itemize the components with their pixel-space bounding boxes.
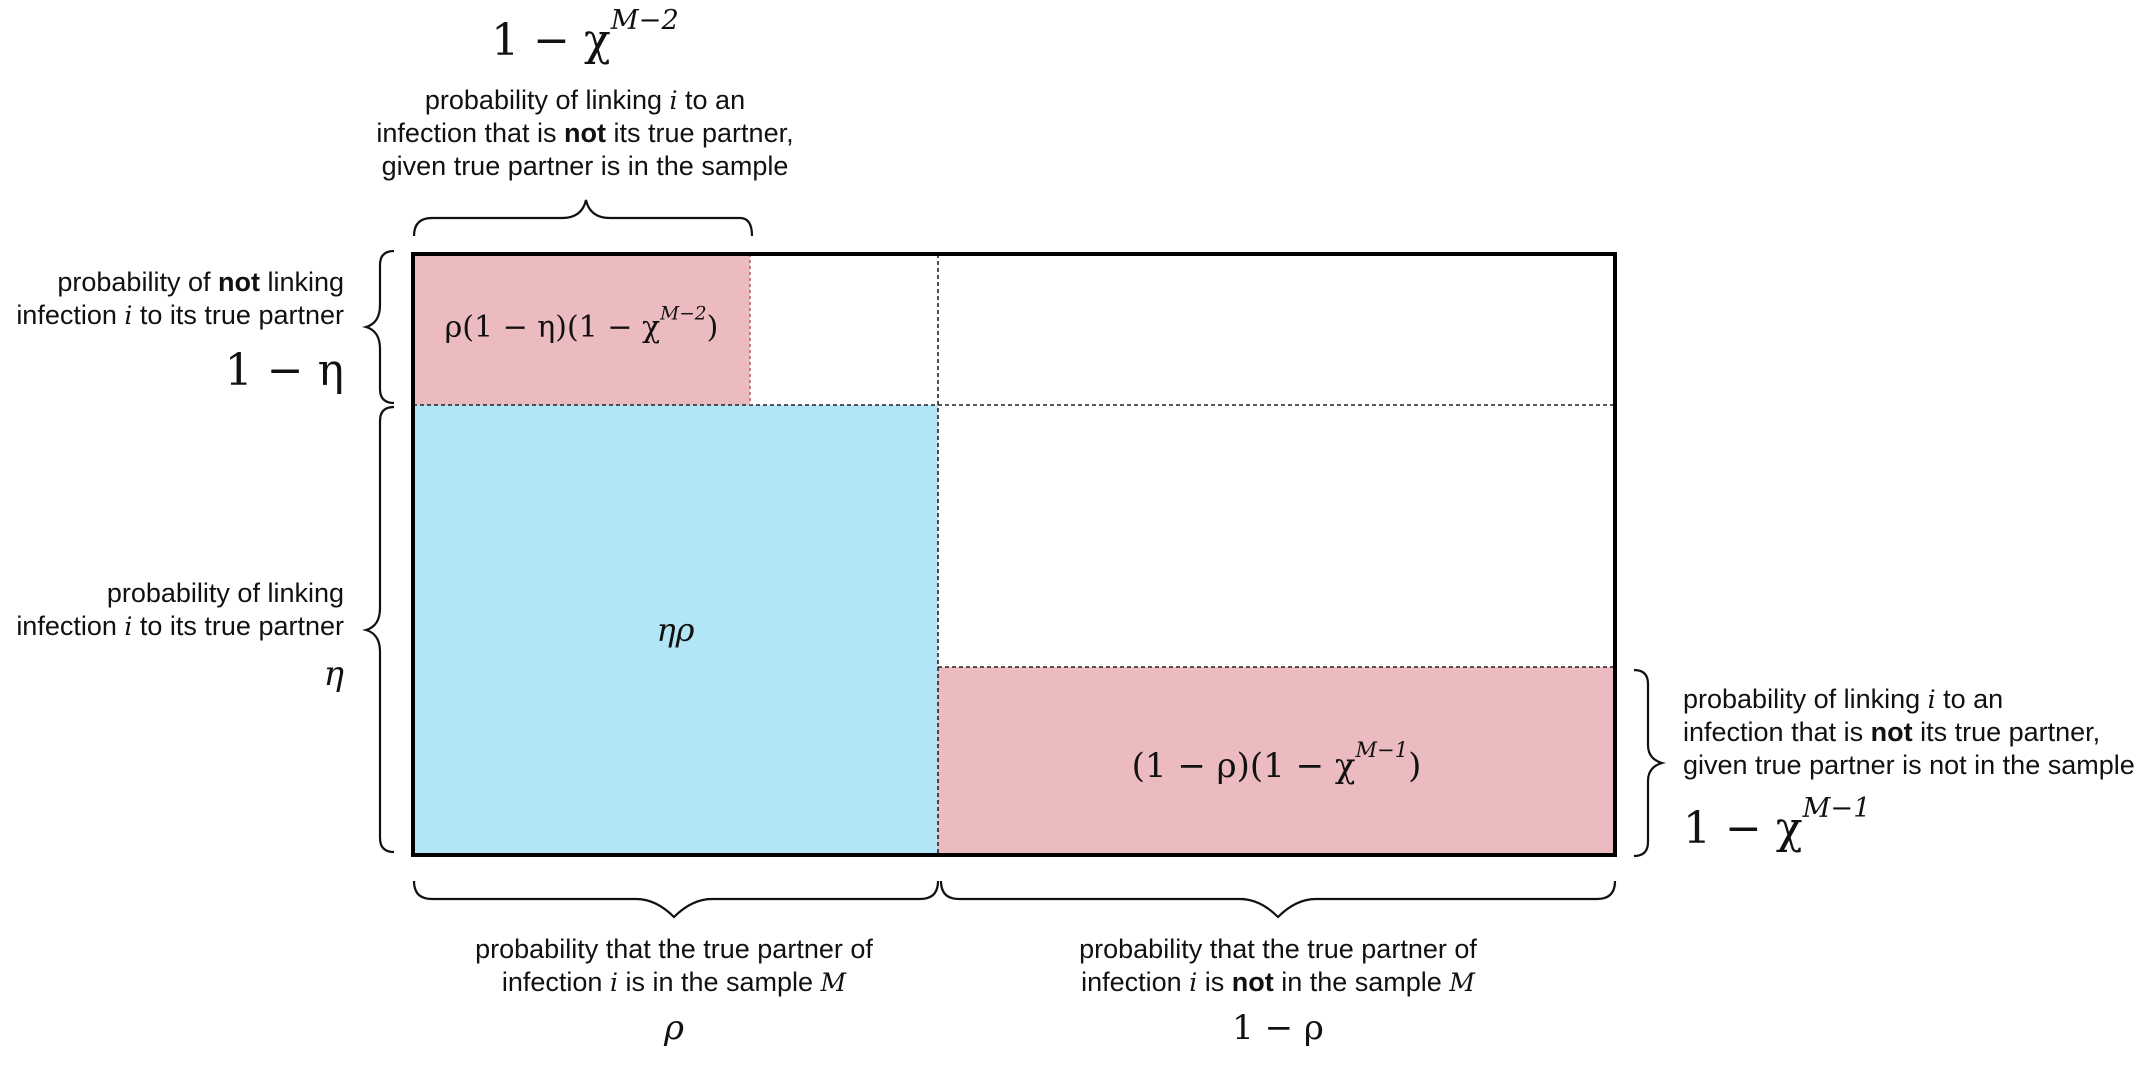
pink-top-formula-sup: M−2 xyxy=(660,303,707,325)
top-formula-superscript: M−2 xyxy=(610,5,679,37)
left-top-line2: infection i to its true partner xyxy=(0,299,344,332)
left-bottom-label: probability of linking infection i to it… xyxy=(0,577,344,643)
bottom-right-brace xyxy=(939,880,1617,919)
right-formula-superscript: M−1 xyxy=(1802,793,1871,825)
right-bold: not xyxy=(1870,717,1913,747)
top-label-line1: probability of linking i to an xyxy=(320,84,850,117)
bottom-left-text: is in the sample xyxy=(617,967,821,997)
var-M: M xyxy=(1449,968,1475,997)
pink-top-formula-a: ρ(1 − η)(1 − χ xyxy=(444,310,661,345)
var-i: i xyxy=(124,301,133,330)
right-brace xyxy=(1633,668,1666,858)
top-label-text: probability of linking xyxy=(424,85,670,115)
bottom-right-text: in the sample xyxy=(1273,967,1450,997)
bottom-left-line2: infection i is in the sample M xyxy=(424,966,924,999)
right-text: its true partner, xyxy=(1912,717,2101,747)
left-bottom-formula: η xyxy=(323,654,344,694)
right-line1: probability of linking i to an xyxy=(1683,683,2143,716)
bottom-right-bold: not xyxy=(1231,967,1274,997)
var-i: i xyxy=(1189,968,1198,997)
bottom-left-brace xyxy=(412,880,940,919)
var-M: M xyxy=(820,968,847,997)
pink-bottom-formula-a: (1 − ρ)(1 − χ xyxy=(1131,746,1356,786)
bottom-left-text: infection xyxy=(501,967,610,997)
var-i: i xyxy=(669,86,678,115)
pink-bottom-cell-label: (1 − ρ)(1 − χM−1) xyxy=(938,739,1615,786)
pink-bottom-formula-sup: M−1 xyxy=(1355,736,1409,762)
bottom-right-label: probability that the true partner of inf… xyxy=(1028,933,1528,999)
blue-region xyxy=(413,405,938,855)
var-i: i xyxy=(609,968,618,997)
bottom-left-line1: probability that the true partner of xyxy=(475,934,873,964)
blue-cell-label: ηρ xyxy=(656,611,695,649)
left-top-formula: 1 − η xyxy=(224,345,344,396)
right-text: to an xyxy=(1935,684,2004,714)
left-bottom-line1: probability of linking xyxy=(106,578,344,608)
left-bottom-line2: infection i to its true partner xyxy=(0,610,344,643)
bottom-left-label: probability that the true partner of inf… xyxy=(424,933,924,999)
top-label-text: its true partner, xyxy=(606,118,794,148)
bottom-right-text: infection xyxy=(1081,967,1190,997)
right-formula-base: 1 − χ xyxy=(1683,803,1803,854)
var-i: i xyxy=(124,612,133,641)
pink-top-formula-b: ) xyxy=(706,310,719,345)
bottom-right-line2: infection i is not in the sample M xyxy=(1028,966,1528,999)
top-label-bold: not xyxy=(564,118,606,148)
top-label-line2: infection that is not its true partner, xyxy=(320,117,850,150)
left-top-text: to its true partner xyxy=(132,300,344,330)
left-top-bold: not xyxy=(217,267,260,297)
left-top-label: probability of not linking infection i t… xyxy=(0,266,344,332)
left-top-line1: probability of not linking xyxy=(0,266,344,299)
right-text: probability of linking xyxy=(1683,684,1928,714)
var-i: i xyxy=(1927,685,1936,714)
left-bottom-text: infection xyxy=(16,611,125,641)
top-label-text: to an xyxy=(677,85,746,115)
right-line2: infection that is not its true partner, xyxy=(1683,716,2143,749)
left-top-text: infection xyxy=(16,300,125,330)
right-formula: 1 − χM−1 xyxy=(1683,795,1983,854)
pink-bottom-region xyxy=(938,667,1615,855)
left-bottom-text: to its true partner xyxy=(132,611,344,641)
top-brace xyxy=(412,199,754,237)
bottom-right-text: is xyxy=(1197,967,1232,997)
right-text: infection that is xyxy=(1683,717,1871,747)
pink-bottom-formula-b: ) xyxy=(1408,746,1422,786)
outer-border xyxy=(411,252,1617,857)
left-top-brace xyxy=(362,249,395,405)
pink-top-region xyxy=(413,254,750,405)
right-label: probability of linking i to an infection… xyxy=(1683,683,2143,782)
bottom-right-line1: probability that the true partner of xyxy=(1079,934,1477,964)
pink-top-cell-label: ρ(1 − η)(1 − χM−2) xyxy=(413,305,750,348)
right-line3: given true partner is not in the sample xyxy=(1683,750,2135,780)
top-formula-base: 1 − χ xyxy=(491,15,611,66)
bottom-left-formula: ρ xyxy=(664,1008,684,1048)
top-label-line3: given true partner is in the sample xyxy=(381,151,789,181)
left-bottom-brace xyxy=(362,405,395,854)
top-label-text: infection that is xyxy=(376,118,565,148)
top-formula: 1 − χM−2 xyxy=(420,7,750,66)
left-top-text: probability of xyxy=(57,267,218,297)
left-top-text: linking xyxy=(259,267,344,297)
bottom-right-formula: 1 − ρ xyxy=(1232,1008,1324,1048)
top-label: probability of linking i to an infection… xyxy=(320,84,850,183)
